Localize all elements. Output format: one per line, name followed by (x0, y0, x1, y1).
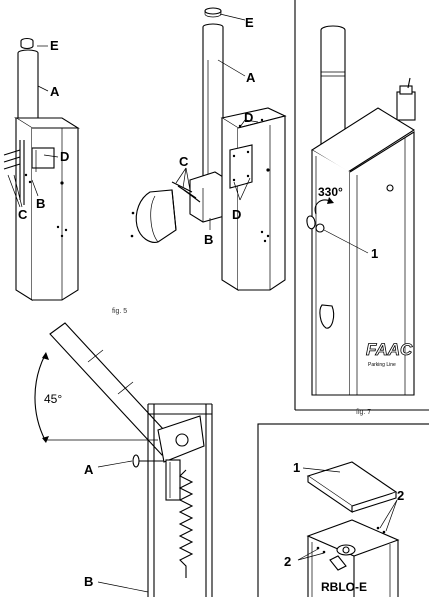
fig5-right-label-a: A (246, 70, 256, 85)
fig5-left-label-a: A (50, 84, 60, 99)
fig5-left-label-b: B (36, 196, 45, 211)
fig7-callout-1: 1 (371, 246, 378, 261)
fig7-brand-tagline: Parking Line (368, 362, 396, 368)
fig7-brand-logo: FAAC (366, 340, 413, 359)
fig5-right-label-e: E (245, 15, 254, 30)
fig5-left-label-e: E (50, 38, 59, 53)
fig-bottom-label-b: B (84, 574, 93, 589)
rblo-label-2-right: 2 (397, 488, 404, 503)
rblo-panel-frame (257, 423, 429, 597)
fig5-right-label-c: C (179, 154, 189, 169)
rblo-label-2-left: 2 (284, 554, 291, 569)
fig7-display-number: 330° (318, 185, 343, 199)
rblo-assembly (297, 461, 400, 597)
fig5-right-exploded (130, 7, 287, 291)
fig5-right-label-b: B (204, 232, 213, 247)
fig5-left-label-c: C (18, 207, 28, 222)
rblo-label-1: 1 (293, 460, 300, 475)
fig5-caption: fig. 5 (112, 308, 127, 315)
rblo-title: RBLO-E (321, 580, 367, 594)
fig5-left-cabinet (3, 37, 80, 301)
fig7-cabinet (306, 25, 416, 396)
fig5-right-label-d-top: D (244, 110, 253, 125)
fig-bottom-boom (34, 322, 213, 597)
fig5-left-label-d: D (60, 149, 69, 164)
fig7-caption: fig. 7 (356, 409, 371, 416)
fig-bottom-angle-label: 45° (44, 392, 62, 406)
fig-bottom-label-a: A (84, 462, 94, 477)
fig5-right-label-d-bottom: D (232, 207, 241, 222)
